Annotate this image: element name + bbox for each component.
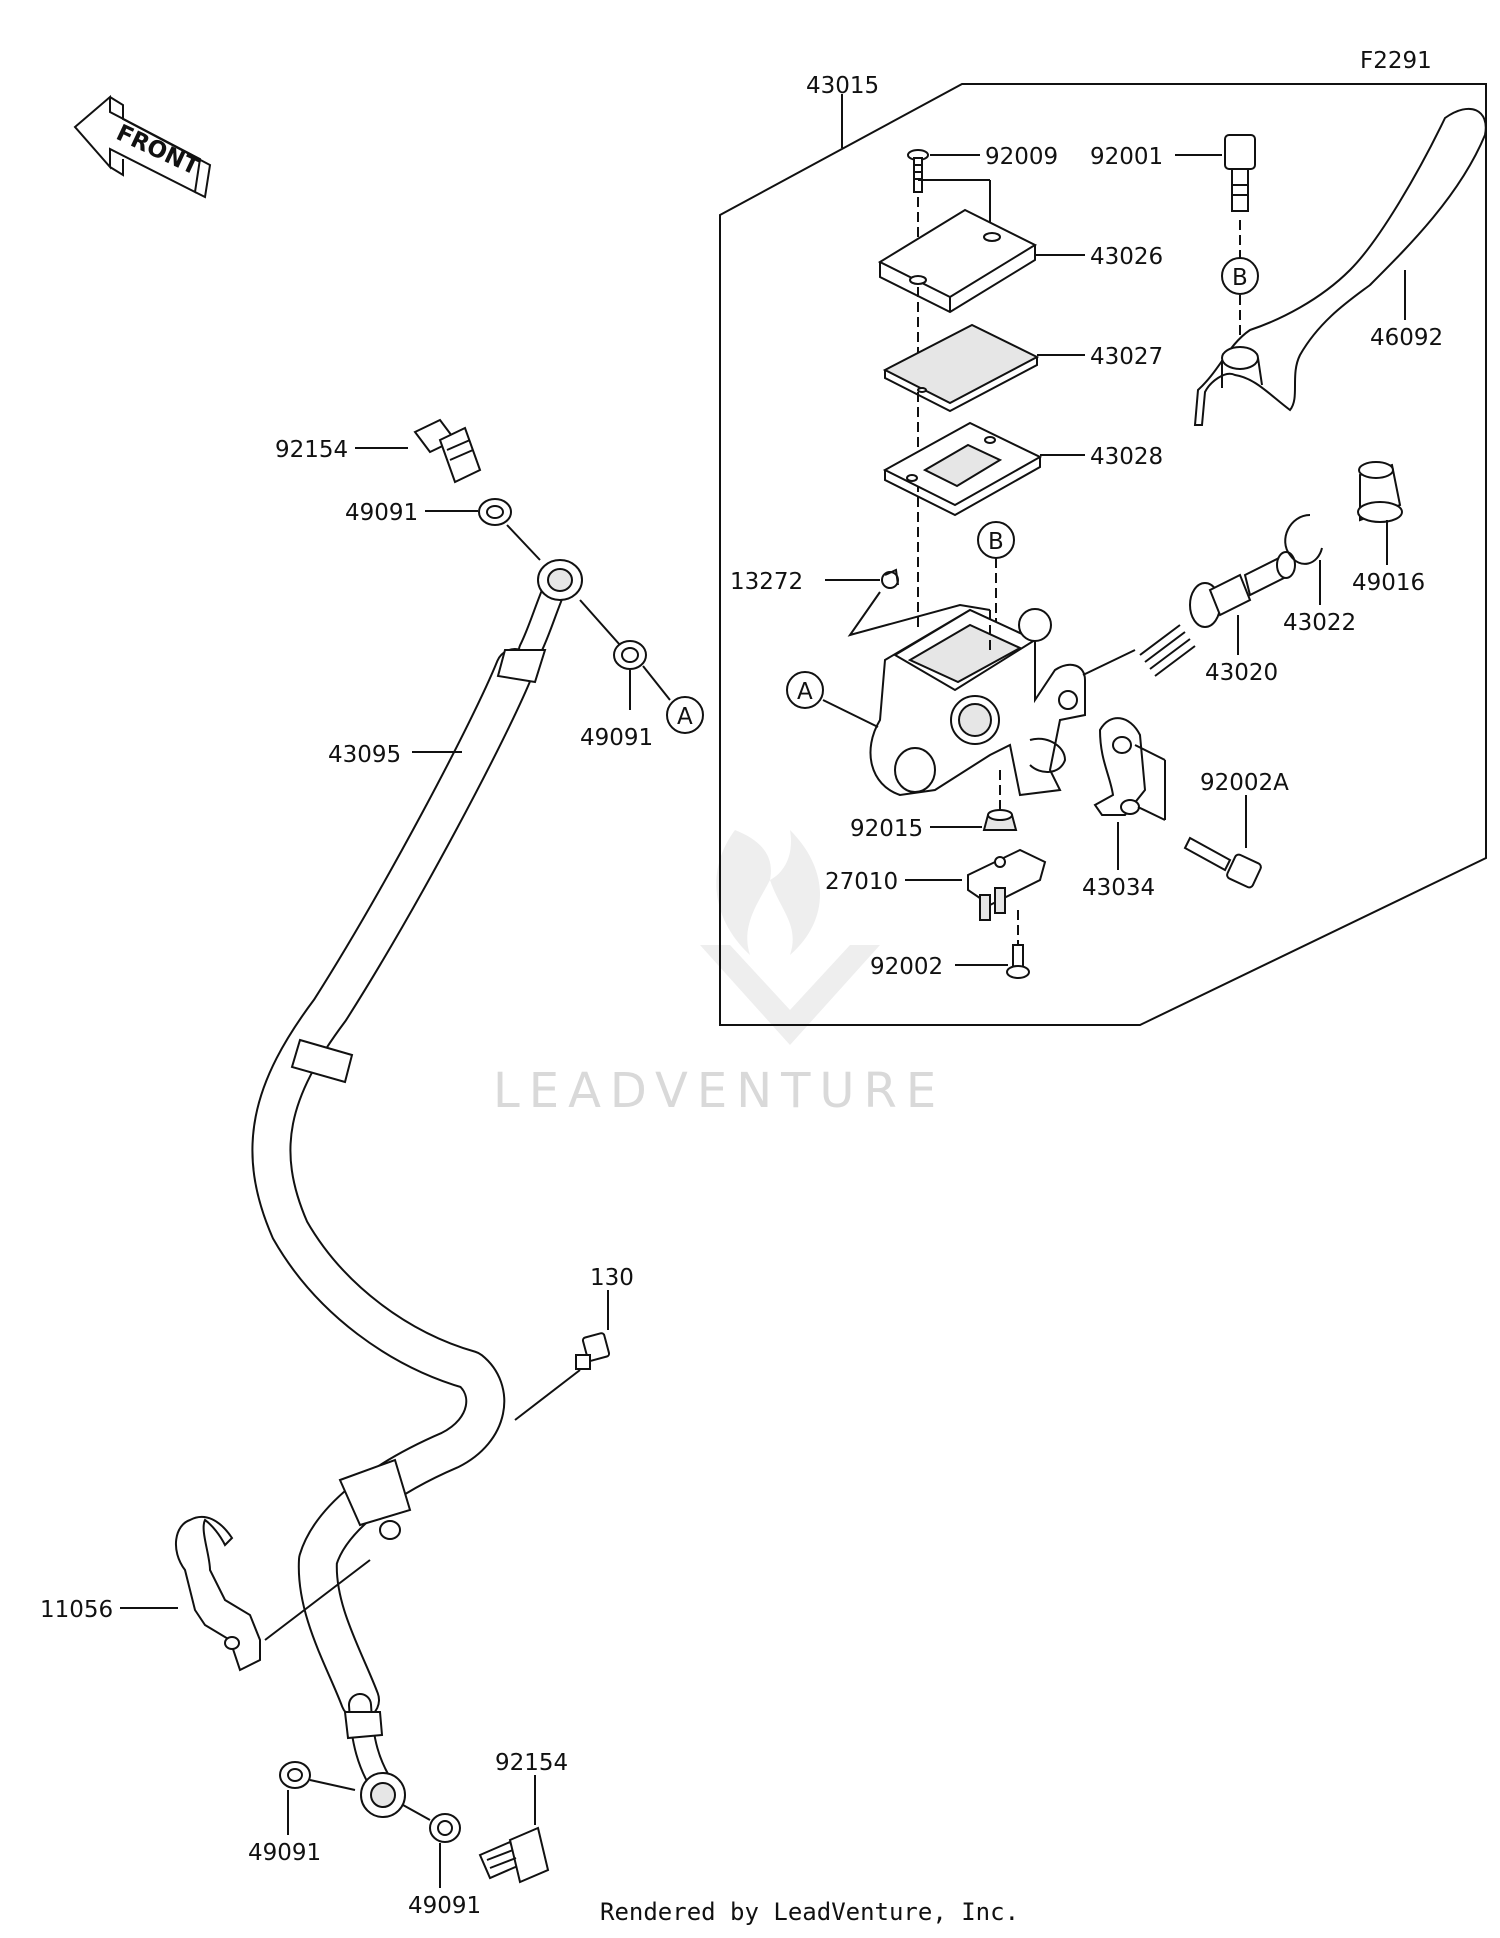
ref-b-lever: [1221, 257, 1259, 295]
ref-a-body: [786, 671, 824, 709]
ref-b-body-label: B: [988, 529, 1004, 555]
clamp-43034: [1093, 717, 1147, 816]
bolt-130: [575, 1332, 611, 1370]
label-92009: 92009: [985, 144, 1058, 170]
label-43015: 43015: [806, 73, 879, 99]
bracket-11056: [174, 1515, 261, 1672]
diaphragm-43028: [882, 421, 1043, 517]
label-43095: 43095: [328, 742, 401, 768]
label-92001: 92001: [1090, 144, 1163, 170]
label-43026: 43026: [1090, 244, 1163, 270]
label-43022: 43022: [1283, 610, 1356, 636]
banjo-bolt-92154-bottom: [478, 1826, 550, 1884]
label-43028: 43028: [1090, 444, 1163, 470]
banjo-fitting-bottom: [360, 1772, 406, 1818]
label-49091-c: 49091: [248, 1840, 321, 1866]
washer-49091-b: [613, 640, 647, 670]
brake-lever-46092: [1193, 107, 1487, 426]
label-92015: 92015: [850, 816, 923, 842]
dust-boot-49016: [1357, 461, 1403, 523]
front-arrow-icon: FRONT: [73, 94, 212, 199]
label-92154-bottom: 92154: [495, 1750, 568, 1776]
washer-49091-a: [478, 498, 512, 526]
label-11056: 11056: [40, 1597, 113, 1623]
label-130: 130: [590, 1265, 634, 1291]
label-49091-d: 49091: [408, 1893, 481, 1919]
label-49091-a: 49091: [345, 500, 418, 526]
diaphragm-plate-43027: [882, 323, 1040, 413]
washer-49091-c: [279, 1761, 311, 1789]
footer-credit: Rendered by LeadVenture, Inc.: [600, 1898, 1019, 1926]
bleeder-13272: [881, 568, 899, 589]
figure-code: F2291: [1360, 48, 1432, 74]
screw-92002: [1006, 944, 1030, 979]
label-92002: 92002: [870, 954, 943, 980]
boot-92015: [982, 809, 1018, 831]
label-92154-top: 92154: [275, 437, 348, 463]
watermark: LEADVENTURE: [493, 830, 945, 1119]
label-43020: 43020: [1205, 660, 1278, 686]
bolt-92002a: [1183, 836, 1262, 889]
ref-a-body-label: A: [797, 679, 813, 705]
label-43027: 43027: [1090, 344, 1163, 370]
pivot-bolt-92001: [1224, 134, 1256, 212]
ref-b-lever-label: B: [1232, 265, 1248, 291]
label-92002A: 92002A: [1200, 770, 1289, 796]
ref-a-hose: [666, 696, 704, 734]
master-cylinder-body: [869, 608, 1086, 797]
switch-27010: [967, 848, 1047, 921]
piston-kit-43020: [1139, 551, 1296, 677]
watermark-text: LEADVENTURE: [493, 1063, 945, 1119]
label-27010: 27010: [825, 869, 898, 895]
label-13272: 13272: [730, 569, 803, 595]
banjo-bolt-92154-top: [413, 418, 482, 484]
label-43034: 43034: [1082, 875, 1155, 901]
banjo-fitting-top: [537, 559, 583, 601]
master-cylinder-assembly-frame: [719, 83, 1487, 1026]
screw-92009: [907, 149, 929, 193]
reservoir-cap-43026: [877, 208, 1038, 314]
washer-49091-d: [429, 1813, 461, 1843]
ref-a-hose-label: A: [677, 704, 693, 730]
label-46092: 46092: [1370, 325, 1443, 351]
label-49091-b: 49091: [580, 725, 653, 751]
circlip-43022: [1284, 514, 1323, 565]
brake-hose-43095: [251, 568, 570, 1802]
label-49016: 49016: [1352, 570, 1425, 596]
